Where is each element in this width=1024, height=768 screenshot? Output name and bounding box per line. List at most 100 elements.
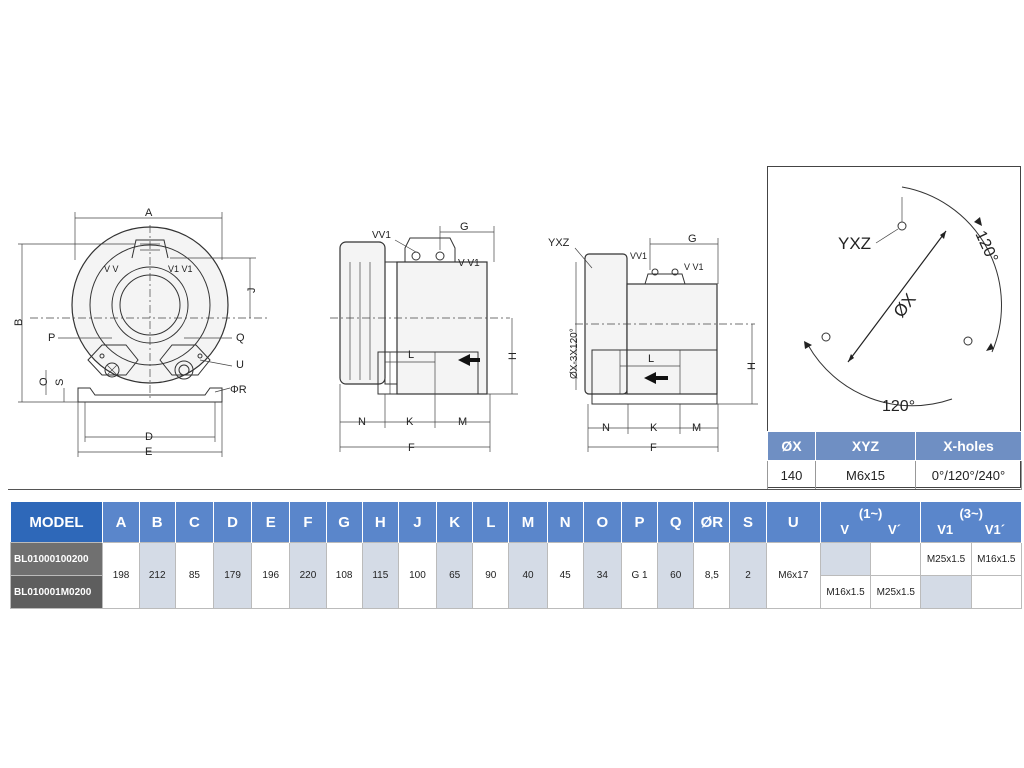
cell-r1-v1: M25x1.5 (920, 542, 972, 576)
dim-r-label: ΦR (230, 384, 247, 396)
rear-dim-g-label: G (688, 233, 697, 245)
cell-h: 115 (361, 542, 399, 609)
cell-a: 198 (102, 542, 140, 609)
holes-phix-label: ØX (890, 290, 920, 321)
dim-b-label: B (13, 319, 25, 326)
cell-b: 212 (138, 542, 176, 609)
dim-j-label: J (246, 288, 258, 294)
header-e: E (251, 502, 291, 543)
group3-sub-v1: V1 (937, 522, 954, 537)
header-k: K (436, 502, 474, 543)
cell-g: 108 (325, 542, 363, 609)
side-dim-f-label: F (408, 442, 415, 454)
header-c: C (175, 502, 214, 543)
x-holes-table: ØX XYZ X-holes 140 M6x15 0°/120°/240° (767, 431, 1022, 490)
header-f: F (289, 502, 327, 543)
header-group-1phase: (1~) V V´ (820, 502, 922, 543)
side-dim-l-label: L (408, 349, 414, 361)
rear-phix-label: ØX-3X120° (569, 328, 580, 379)
side-vv1-label: VV1 (372, 230, 391, 241)
group1-sub-v: V (840, 522, 850, 537)
cell-r2-v: M16x1.5 (819, 575, 872, 609)
dim-s-label: S (54, 379, 66, 386)
rear-dim-f-label: F (650, 442, 657, 454)
dim-u-label: U (236, 359, 244, 371)
header-o: O (583, 502, 622, 543)
cell-d: 179 (212, 542, 253, 609)
rear-dim-k-label: K (650, 422, 658, 434)
header-model: MODEL (10, 502, 104, 543)
side-view: G VV1 V V1 H L N K M F (330, 221, 519, 454)
group1-sub-v2: V´ (887, 522, 901, 537)
header-b: B (139, 502, 176, 543)
rear-view: YXZ ØX-3X120° VV1 V V1 G H L N K M F (548, 233, 758, 454)
xholes-header-phix: ØX (767, 431, 816, 461)
holes-angle1-label: 120° (971, 228, 1000, 265)
cell-k: 65 (436, 542, 474, 609)
cell-l: 90 (472, 542, 510, 609)
dim-p-label: P (48, 332, 55, 344)
rear-dim-l-label: L (648, 353, 654, 365)
cell-r2-v2: M25x1.5 (870, 575, 922, 609)
cell-r2-v1 (920, 575, 972, 609)
model-name-2: BL010001M0200 (9, 575, 104, 609)
header-p: P (621, 502, 659, 543)
dim-a-label: A (145, 207, 153, 219)
header-n: N (547, 502, 584, 543)
model-name-1: BL01000100200 (9, 542, 104, 576)
side-dim-k-label: K (406, 416, 414, 428)
cell-f: 220 (289, 542, 327, 609)
front-view: A B J V V V1 V1 P Q U O S ΦR D E (13, 207, 270, 458)
header-q: Q (657, 502, 695, 543)
v-label: V V (104, 264, 119, 274)
rear-vv1b-label: V V1 (684, 262, 704, 272)
side-dim-n-label: N (358, 416, 366, 428)
side-dim-g-label: G (460, 221, 469, 233)
xholes-cell-phix: 140 (767, 460, 816, 490)
cell-r1-v1b: M16x1.5 (970, 542, 1023, 576)
cell-r2-v1b (970, 575, 1023, 609)
side-vv1b-label: V V1 (458, 258, 480, 269)
group1-title: (1~) (858, 506, 883, 521)
header-group-3phase: (3~) V1 V1´ (920, 502, 1022, 543)
dim-q-label: Q (236, 332, 245, 344)
cell-u: M6x17 (765, 542, 821, 609)
header-a: A (102, 502, 140, 543)
group3-sub-v1b: V1´ (984, 522, 1006, 537)
cell-m: 40 (508, 542, 548, 609)
header-l: L (472, 502, 510, 543)
cell-e: 196 (251, 542, 291, 609)
cell-o: 34 (582, 542, 622, 609)
cell-s: 2 (729, 542, 767, 609)
cell-n: 45 (546, 542, 584, 609)
dim-e-label: E (145, 446, 152, 458)
section-divider (8, 489, 1020, 490)
rear-vv1-label: VV1 (630, 251, 647, 261)
spec-table: MODEL A B C D E F G H J K L M N O P Q ØR… (9, 502, 1023, 609)
xholes-cell-xyz: M6x15 (815, 460, 916, 490)
header-m: M (508, 502, 548, 543)
cell-q: 60 (657, 542, 695, 609)
xholes-header-xyz: XYZ (815, 431, 916, 461)
header-s: S (729, 502, 767, 543)
xholes-header-xholes: X-holes (915, 431, 1022, 461)
side-dim-h-label: H (507, 352, 519, 360)
holes-pattern-diagram: YXZ ØX 120° 120° (804, 186, 1002, 415)
cell-p: G 1 (620, 542, 659, 609)
xholes-cell-xholes: 0°/120°/240° (915, 460, 1022, 490)
rear-dim-m-label: M (692, 422, 701, 434)
header-j: J (398, 502, 438, 543)
header-r: ØR (693, 502, 731, 543)
side-dim-m-label: M (458, 416, 467, 428)
cell-r1-v2 (870, 542, 922, 576)
dim-o-label: O (38, 377, 50, 386)
rear-dim-n-label: N (602, 422, 610, 434)
header-h: H (362, 502, 399, 543)
rear-dim-h-label: H (746, 362, 758, 370)
cell-j: 100 (397, 542, 438, 609)
header-d: D (213, 502, 253, 543)
technical-drawings: A B J V V V1 V1 P Q U O S ΦR D E (13, 207, 758, 458)
group3-title: (3~) (959, 506, 983, 521)
holes-yxz-label: YXZ (838, 234, 871, 253)
cell-r1-v (819, 542, 872, 576)
